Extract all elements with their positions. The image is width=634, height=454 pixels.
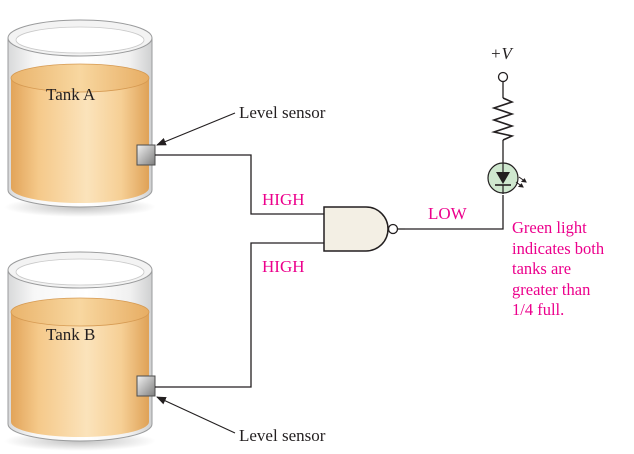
level-sensor-icon (136, 144, 156, 166)
gate-input-b-state: HIGH (262, 257, 305, 276)
gate-output-state: LOW (428, 204, 467, 223)
supply-voltage-label: +V (490, 44, 512, 63)
tank-b-label: Tank B (46, 325, 96, 344)
level-sensor-icon (136, 375, 156, 397)
status-note-line: tanks are (512, 259, 572, 278)
level-sensor-a-label: Level sensor (239, 103, 326, 122)
resistor-icon (491, 97, 515, 141)
led-icon (487, 162, 519, 194)
status-note-line: Green light (512, 218, 587, 237)
status-note-line: 1/4 full. (512, 300, 565, 319)
tank-b (4, 251, 156, 451)
tank-icon (4, 251, 156, 451)
gate-input-a-state: HIGH (262, 190, 305, 209)
level-sensor-b-label: Level sensor (239, 426, 326, 445)
tank-a-label: Tank A (46, 85, 96, 104)
sensor-b-pointer (156, 396, 236, 434)
sensor-a-pointer (156, 112, 236, 146)
tank-icon (4, 19, 156, 217)
nand-gate-icon (323, 206, 405, 252)
status-note-line: greater than (512, 279, 591, 299)
wire-gate-output (405, 195, 504, 230)
status-note-line: indicates both (512, 238, 605, 258)
wires (155, 82, 504, 388)
tank-a (4, 19, 156, 217)
status-note: Green light indicates both tanks are gre… (512, 218, 634, 321)
wire-tank-b (155, 242, 324, 388)
supply-terminal (497, 71, 509, 83)
wire-tank-a (155, 154, 324, 215)
light-rays-icon (515, 176, 527, 188)
